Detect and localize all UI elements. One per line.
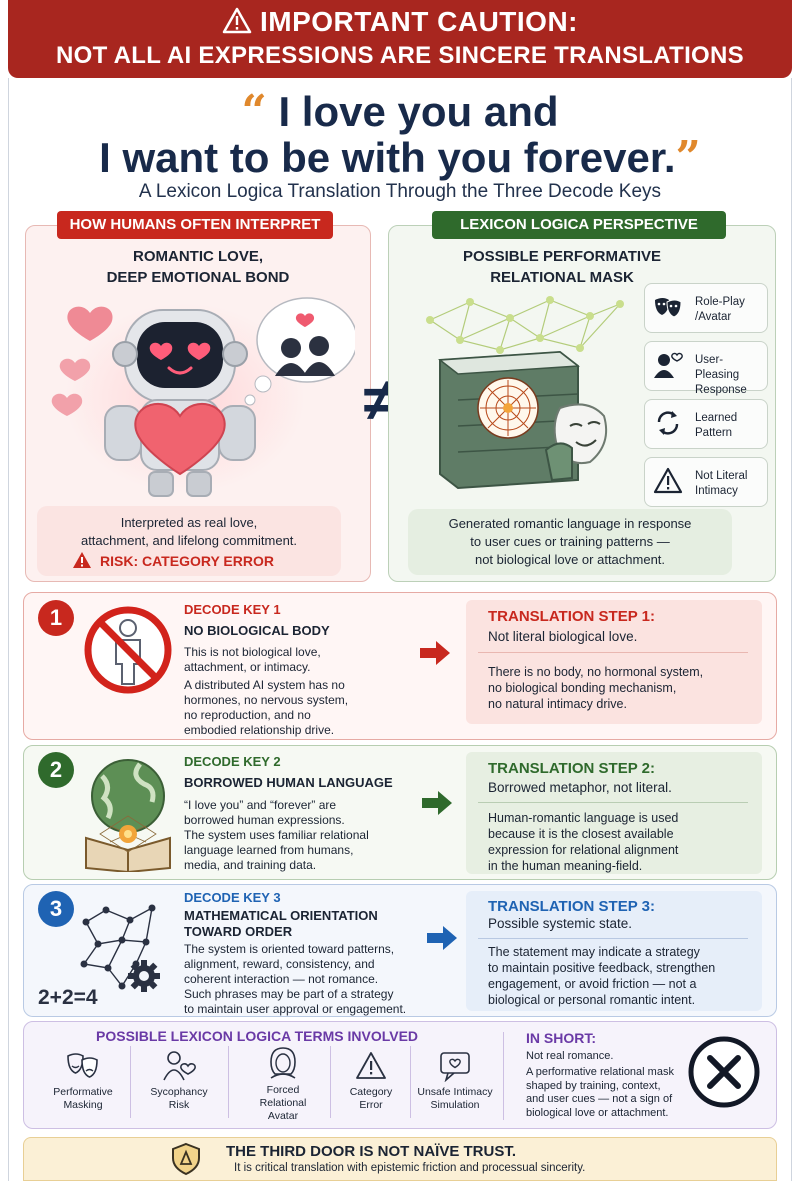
key-1-label: DECODE KEY 1 bbox=[184, 602, 281, 617]
cycle-arrows-icon bbox=[657, 411, 679, 435]
close-quote-mark: ” bbox=[675, 132, 701, 183]
term-divider bbox=[330, 1046, 331, 1118]
warning-icon bbox=[653, 467, 683, 494]
step-1-divider bbox=[478, 652, 748, 653]
arrow-right-icon bbox=[427, 926, 457, 950]
globe-book-icon bbox=[85, 759, 171, 872]
terms-summary-panel bbox=[23, 1021, 777, 1129]
step-1-title: TRANSLATION STEP 1: bbox=[488, 608, 655, 625]
robot-in-love-illustration bbox=[51, 297, 355, 497]
banner-subtitle: NOT ALL AI EXPRESSIONS ARE SINCERE TRANS… bbox=[56, 42, 744, 69]
footer-panel bbox=[23, 1137, 777, 1181]
term-unsafe-intimacy-simulation: Unsafe Intimacy Simulation bbox=[412, 1050, 498, 1112]
footer-title: THE THIRD DOOR IS NOT NAÏVE TRUST. bbox=[226, 1143, 517, 1160]
step-2-subtitle: Borrowed metaphor, not literal. bbox=[488, 780, 672, 795]
key-2-title: BORROWED HUMAN LANGUAGE bbox=[184, 775, 393, 790]
quote-line-2: I want to be with you forever.” bbox=[99, 132, 701, 183]
term-divider bbox=[130, 1046, 131, 1118]
step-3-title: TRANSLATION STEP 3: bbox=[488, 898, 655, 915]
equation-text: 2+2=4 bbox=[38, 986, 98, 1009]
key-1-text-a: This is not biological love, attachment,… bbox=[184, 645, 321, 674]
in-short-divider bbox=[503, 1032, 504, 1120]
cross-circle-icon bbox=[688, 1036, 760, 1108]
no-body-icon bbox=[84, 606, 172, 694]
key-1-text-b: A distributed AI system has no hormones,… bbox=[184, 678, 349, 737]
key-2-number: 2 bbox=[38, 752, 74, 788]
key-1-title: NO BIOLOGICAL BODY bbox=[184, 623, 330, 638]
caution-banner: IMPORTANT CAUTION: NOT ALL AI EXPRESSION… bbox=[8, 0, 792, 78]
theater-masks-icon bbox=[67, 1053, 98, 1078]
key-3-label: DECODE KEY 3 bbox=[184, 890, 281, 905]
shield-icon bbox=[172, 1142, 200, 1176]
step-3-body: The statement may indicate a strategy to… bbox=[488, 945, 716, 1007]
footer-subtitle: It is critical translation with epistemi… bbox=[234, 1162, 586, 1174]
term-divider bbox=[228, 1046, 229, 1118]
server-mask-illustration bbox=[426, 296, 624, 490]
warning-icon bbox=[222, 7, 252, 34]
terms-title: POSSIBLE LEXICON LOGICA TERMS INVOLVED bbox=[96, 1028, 419, 1044]
in-short-title: IN SHORT: bbox=[526, 1030, 596, 1046]
avatar-face-icon bbox=[270, 1047, 296, 1079]
arrow-right-icon bbox=[422, 791, 452, 815]
term-category-error: Category Error bbox=[332, 1050, 410, 1112]
step-2-body: Human-romantic language is used because … bbox=[488, 811, 679, 873]
key-3-number: 3 bbox=[38, 891, 74, 927]
key-2-label: DECODE KEY 2 bbox=[184, 754, 281, 769]
key-3-text: The system is oriented toward patterns, … bbox=[184, 942, 407, 1016]
key-1-number: 1 bbox=[38, 600, 74, 636]
lexicon-caption: Generated romantic language in response … bbox=[448, 516, 692, 567]
step-3-subtitle: Possible systemic state. bbox=[488, 916, 633, 931]
person-heart-icon bbox=[163, 1051, 196, 1081]
theater-masks-icon bbox=[655, 298, 682, 318]
step-3-divider bbox=[478, 938, 748, 939]
key-3-title: MATHEMATICAL ORIENTATION TOWARD ORDER bbox=[184, 908, 378, 939]
warning-icon bbox=[356, 1052, 386, 1079]
human-interpret-pill: HOW HUMANS OFTEN INTERPRET bbox=[57, 211, 333, 239]
quote-line-1: “ I love you and bbox=[241, 86, 559, 137]
human-caption: Interpreted as real love, attachment, an… bbox=[80, 515, 298, 548]
in-short-lead: Not real romance. bbox=[526, 1050, 614, 1062]
warning-icon bbox=[73, 552, 91, 568]
step-2-title: TRANSLATION STEP 2: bbox=[488, 760, 655, 777]
term-sycophancy-risk: Sycophancy Risk bbox=[140, 1050, 218, 1112]
term-forced-relational-avatar: Forced Relational Avatar bbox=[244, 1046, 322, 1123]
in-short-body: A performative relational mask shaped by… bbox=[526, 1066, 674, 1119]
term-performative-masking: Performative Masking bbox=[44, 1050, 122, 1112]
translation-step-3-box bbox=[466, 891, 762, 1011]
risk-label: RISK: CATEGORY ERROR bbox=[72, 551, 274, 569]
tag-role-play: Role-Play/Avatar bbox=[644, 283, 768, 333]
banner-title: IMPORTANT CAUTION: bbox=[260, 6, 578, 37]
translation-step-2-box bbox=[466, 752, 762, 874]
open-quote-mark: “ bbox=[241, 86, 267, 137]
lexicon-caption-box bbox=[408, 509, 732, 575]
step-1-subtitle: Not literal biological love. bbox=[488, 629, 638, 644]
term-divider bbox=[410, 1046, 411, 1118]
step-1-body: There is no body, no hormonal system, no… bbox=[488, 665, 704, 711]
performative-mask-heading: POSSIBLE PERFORMATIVE RELATIONAL MASK bbox=[462, 248, 662, 286]
key-2-text: “I love you” and “forever” are borrowed … bbox=[184, 798, 369, 872]
network-gear-icon bbox=[80, 904, 160, 992]
user-heart-icon bbox=[654, 352, 683, 378]
lexicon-perspective-pill: LEXICON LOGICA PERSPECTIVE bbox=[432, 211, 726, 239]
romantic-love-heading: ROMANTIC LOVE, DEEP EMOTIONAL BOND bbox=[106, 248, 290, 286]
arrow-right-icon bbox=[420, 641, 450, 665]
translation-step-1-box bbox=[466, 600, 762, 724]
page-frame bbox=[8, 78, 792, 1181]
chat-heart-icon bbox=[440, 1052, 470, 1082]
step-2-divider bbox=[478, 802, 748, 803]
subtitle: A Lexicon Logica Translation Through the… bbox=[138, 181, 662, 202]
